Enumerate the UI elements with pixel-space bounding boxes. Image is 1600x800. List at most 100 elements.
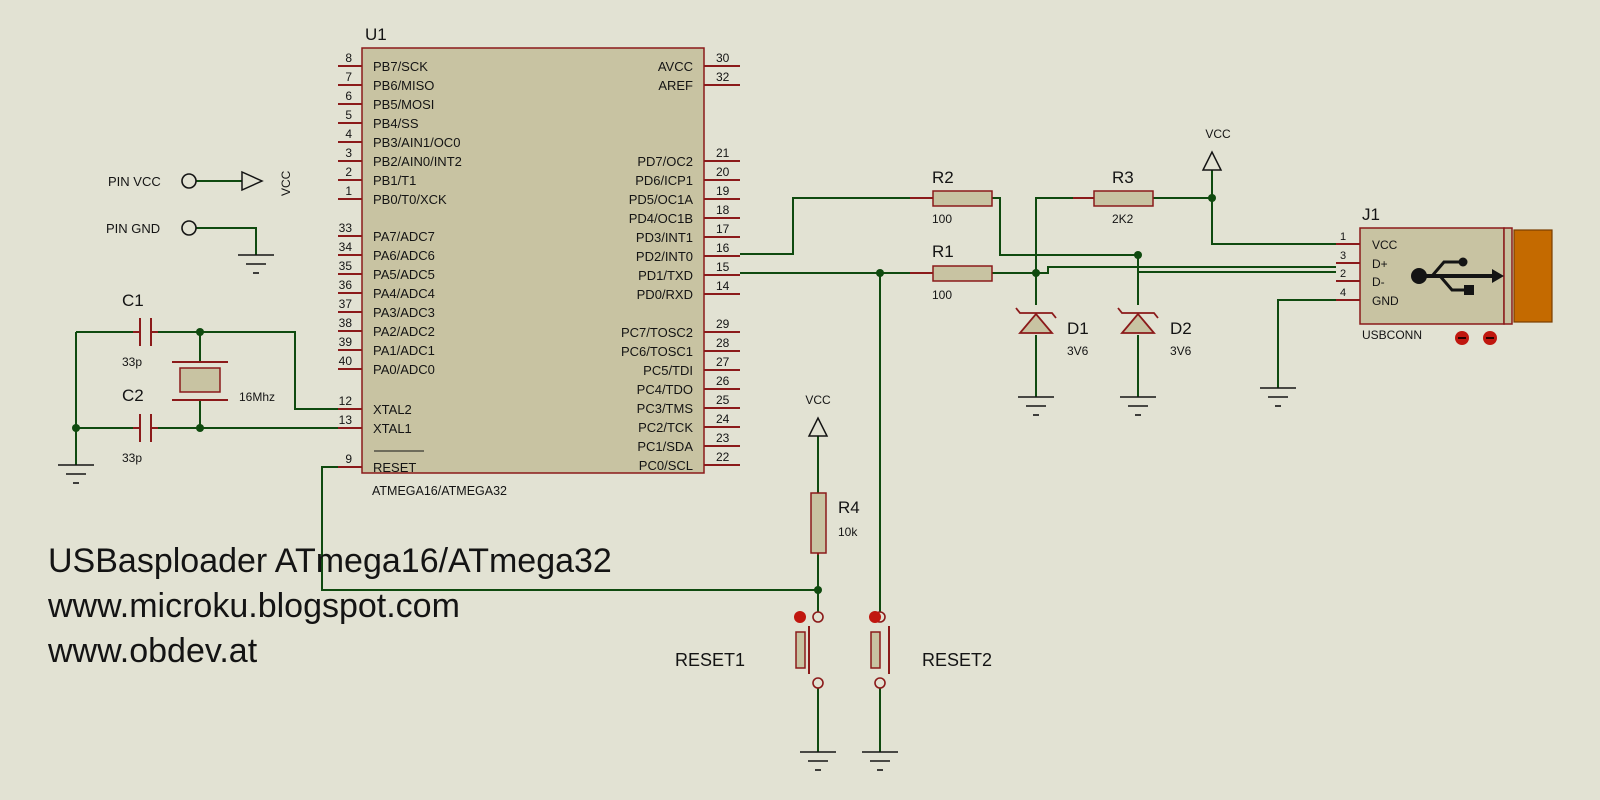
r4-ref: R4 bbox=[838, 498, 860, 517]
u1-pin-name: PC0/SCL bbox=[639, 458, 693, 473]
c1-ref: C1 bbox=[122, 291, 144, 310]
u1-pin-number: 32 bbox=[716, 70, 730, 84]
u1-pin-name: PA6/ADC6 bbox=[373, 248, 435, 263]
diode-d2[interactable]: D2 3V6 bbox=[1117, 307, 1192, 358]
u1-pin-number: 9 bbox=[345, 452, 352, 466]
usb-icon bbox=[1411, 257, 1504, 295]
u1-pin-name: PC5/TDI bbox=[643, 363, 693, 378]
u1-pin-number: 24 bbox=[716, 412, 730, 426]
terminal-pin-vcc[interactable]: PIN VCC VCC bbox=[108, 170, 293, 196]
wire-xtal2 bbox=[200, 331, 338, 410]
c1-value: 33p bbox=[122, 355, 142, 369]
j1-part-label: USBCONN bbox=[1362, 328, 1422, 342]
diode-d1[interactable]: D1 3V6 bbox=[1015, 307, 1089, 358]
u1-pin-name: PB5/MOSI bbox=[373, 97, 434, 112]
push-button-reset2[interactable]: RESET2 bbox=[869, 611, 992, 689]
u1-ref-label: U1 bbox=[365, 25, 387, 44]
d2-cathode-bar bbox=[1117, 307, 1159, 319]
d1-triangle bbox=[1018, 312, 1054, 334]
junction-dot bbox=[814, 586, 822, 594]
j1-ref: J1 bbox=[1362, 205, 1380, 224]
u1-pin-name: PB7/SCK bbox=[373, 59, 428, 74]
capacitor-c2[interactable]: C2 33p bbox=[122, 386, 158, 465]
u1-pin-number: 4 bbox=[345, 127, 352, 141]
u1-pin-name: PC2/TCK bbox=[638, 420, 693, 435]
junction-dot bbox=[1032, 269, 1040, 277]
resistor-r1[interactable]: R1 100 bbox=[910, 242, 993, 302]
wire-reset-node bbox=[321, 466, 818, 591]
vcc-arrow-icon bbox=[807, 416, 829, 437]
junction-dot bbox=[196, 424, 204, 432]
junctions bbox=[72, 194, 1216, 594]
resistor-r3[interactable]: R3 2K2 bbox=[1073, 168, 1154, 226]
j1-pin-name: GND bbox=[1372, 294, 1399, 308]
ground-icon bbox=[862, 751, 898, 771]
reset1-marker[interactable] bbox=[794, 611, 806, 623]
u1-pin-number: 27 bbox=[716, 355, 730, 369]
pin-vcc-terminal-icon bbox=[181, 173, 197, 189]
r1-body bbox=[932, 265, 993, 282]
c2-value: 33p bbox=[122, 451, 142, 465]
u1-body bbox=[361, 47, 705, 474]
u1-pin-number: 2 bbox=[345, 165, 352, 179]
reset1-contact-top bbox=[812, 611, 824, 623]
vcc-label: VCC bbox=[1205, 127, 1231, 141]
u1-pin-number: 6 bbox=[345, 89, 352, 103]
j1-pin-num: 3 bbox=[1340, 250, 1346, 262]
u1-pin-number: 25 bbox=[716, 393, 730, 407]
vcc-rotated-label: VCC bbox=[279, 170, 293, 196]
u1-pin-name: PC3/TMS bbox=[637, 401, 694, 416]
terminal-pin-gnd[interactable]: PIN GND bbox=[106, 220, 197, 236]
u1-pin-number: 36 bbox=[339, 278, 353, 292]
usb-connector-j1[interactable]: J1 1 3 2 4 VCC D+ D- GND USBCONN bbox=[1336, 205, 1553, 345]
capacitor-c1[interactable]: C1 33p bbox=[122, 291, 158, 369]
ground-icon bbox=[238, 254, 274, 274]
vcc-symbol-j1: VCC bbox=[1201, 127, 1231, 198]
wire-r2-dminus bbox=[992, 197, 1336, 273]
u1-pin-name: RESET bbox=[373, 460, 416, 475]
u1-pin-name: PC7/TOSC2 bbox=[621, 325, 693, 340]
d1-cathode-bar bbox=[1015, 307, 1057, 319]
u1-pin-number: 7 bbox=[345, 70, 352, 84]
u1-pin-name: PA1/ADC1 bbox=[373, 343, 435, 358]
u1-pin-number: 33 bbox=[339, 221, 353, 235]
u1-pin-name: PC6/TOSC1 bbox=[621, 344, 693, 359]
u1-pin-name: PD2/INT0 bbox=[636, 249, 693, 264]
ground-symbols bbox=[58, 254, 1296, 771]
u1-pin-name: PB3/AIN1/OC0 bbox=[373, 135, 460, 150]
reset2-marker[interactable] bbox=[869, 611, 881, 623]
wire-pin-gnd bbox=[196, 227, 257, 255]
u1-pin-number: 23 bbox=[716, 431, 730, 445]
u1-pin-number: 13 bbox=[339, 413, 353, 427]
u1-pin-name: PD3/INT1 bbox=[636, 230, 693, 245]
u1-pin-name: PD7/OC2 bbox=[637, 154, 693, 169]
xtal-body bbox=[179, 367, 221, 393]
wire-r3-left bbox=[1035, 197, 1073, 273]
j1-interactive-markers[interactable] bbox=[1455, 331, 1497, 345]
wires bbox=[75, 170, 1336, 752]
u1-pin-number: 17 bbox=[716, 222, 730, 236]
resistor-r2[interactable]: R2 100 bbox=[910, 168, 993, 226]
resistor-r4[interactable]: R4 10k bbox=[810, 492, 860, 555]
ground-icon bbox=[1018, 396, 1054, 416]
r3-value: 2K2 bbox=[1112, 212, 1134, 226]
u1-pin-name: PA5/ADC5 bbox=[373, 267, 435, 282]
u1-pin-number: 26 bbox=[716, 374, 730, 388]
u1-left-pins: 8PB7/SCK7PB6/MISO6PB5/MOSI5PB4/SS4PB3/AI… bbox=[338, 51, 462, 475]
u1-pin-number: 15 bbox=[716, 260, 730, 274]
r3-body bbox=[1093, 190, 1154, 207]
u1-pin-number: 34 bbox=[339, 240, 353, 254]
push-button-reset1[interactable]: RESET1 bbox=[675, 611, 824, 689]
u1-part-label: ATMEGA16/ATMEGA32 bbox=[372, 484, 507, 498]
u1-right-pins: 30AVCC32AREF21PD7/OC220PD6/ICP119PD5/OC1… bbox=[621, 51, 740, 473]
u1-pin-name: PB0/T0/XCK bbox=[373, 192, 447, 207]
r3-ref: R3 bbox=[1112, 168, 1134, 187]
u1-pin-number: 39 bbox=[339, 335, 353, 349]
c2-ref: C2 bbox=[122, 386, 144, 405]
crystal-16mhz[interactable]: 16Mhz bbox=[172, 361, 275, 404]
u1-microcontroller[interactable]: U1 ATMEGA16/ATMEGA32 8PB7/SCK7PB6/MISO6P… bbox=[338, 25, 740, 498]
u1-pin-number: 22 bbox=[716, 450, 730, 464]
u1-pin-name: PA7/ADC7 bbox=[373, 229, 435, 244]
reset1-actuator bbox=[795, 631, 806, 669]
u1-pin-name: PB6/MISO bbox=[373, 78, 434, 93]
